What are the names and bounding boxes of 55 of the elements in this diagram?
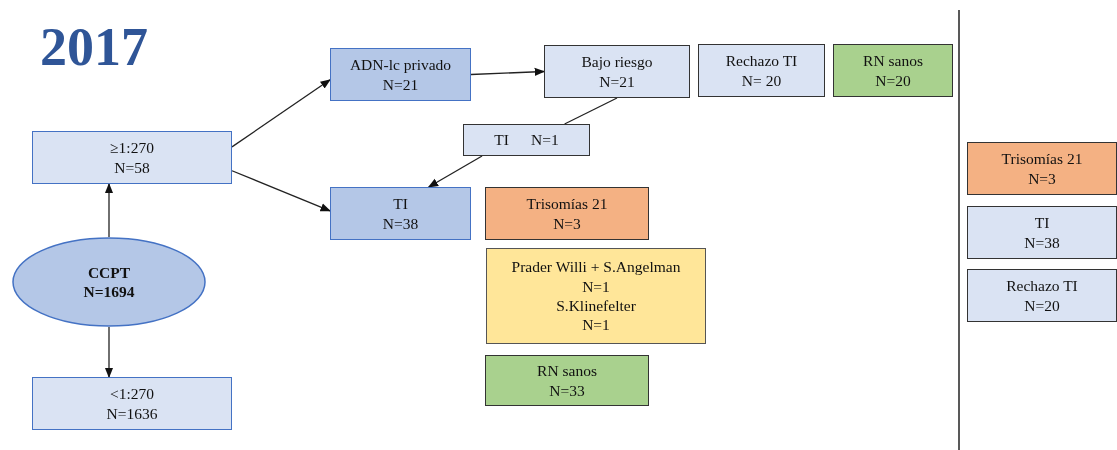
box-text: N=1694 [83,282,135,302]
box-text: N=33 [549,380,585,400]
box-text: ADN-lc privado [349,55,452,75]
box-text: N=1 [582,276,610,296]
box-text: Bajo riesgo [581,52,653,72]
year-title: 2017 [40,16,148,78]
box-text: N=3 [553,213,581,233]
result-box [330,187,471,240]
box-text: Prader Willi + S.Angelman [511,257,681,277]
box-text: N=20 [875,70,911,90]
result-box [833,44,953,97]
box-text: N=58 [114,157,150,177]
result-box [330,48,471,101]
start-ellipse [12,237,206,327]
arrow [104,326,114,379]
result-box [32,131,232,184]
box-text: Rechazo TI [1006,276,1078,296]
box-text: ≥1:270 [110,138,154,158]
result-box [485,355,649,406]
result-box [486,248,706,344]
arrow [104,182,114,238]
result-box [485,187,649,240]
result-box [544,45,690,98]
box-text: N=21 [382,74,419,94]
arrow [231,79,331,148]
arrow [427,155,483,188]
box-text: Trisomías 21 [1001,149,1083,169]
box-text: TI [1034,213,1050,233]
box-text: Rechazo TI [725,51,798,71]
box-text: N=1 [530,130,559,150]
box-text: N=1 [582,315,610,335]
result-box [967,206,1117,259]
box-text: N= 20 [741,70,782,90]
box-text: N=21 [599,71,635,91]
box-text: N=20 [1024,295,1060,315]
box-text: CCPT [87,262,131,282]
result-box [967,142,1117,195]
box-text: Trisomías 21 [526,194,608,214]
arrow [470,67,546,77]
result-box [463,124,590,156]
result-box [32,377,232,430]
box-text: N=1636 [106,403,158,423]
box-text: N=38 [1024,232,1060,252]
box-text: RN sanos [537,361,597,381]
result-box [967,269,1117,322]
box-text: S.Klinefelter [556,296,636,316]
connector-line [563,97,618,125]
box-text: TI [393,194,408,214]
box-text: N=38 [382,213,419,233]
result-box [698,44,825,97]
box-text: N=3 [1028,168,1056,188]
box-text: <1:270 [109,384,155,404]
box-text: TI [494,130,509,150]
arrow [231,170,331,212]
box-text: RN sanos [863,51,923,71]
